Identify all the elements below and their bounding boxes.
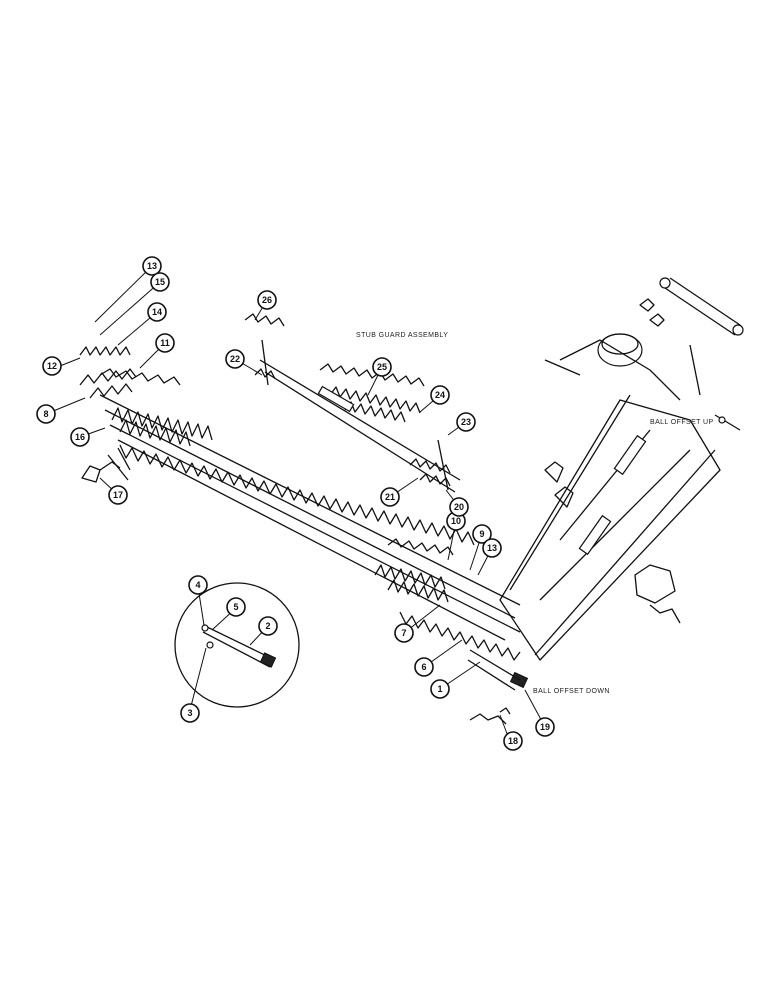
guard-row-right <box>374 538 454 603</box>
svg-text:2: 2 <box>265 621 270 631</box>
callout-21: 21 <box>380 487 400 507</box>
callout-2: 2 <box>258 616 278 636</box>
svg-text:8: 8 <box>43 409 48 419</box>
svg-text:16: 16 <box>75 432 85 442</box>
svg-text:23: 23 <box>461 417 471 427</box>
cutter-bar <box>99 394 521 641</box>
svg-text:12: 12 <box>47 361 57 371</box>
svg-text:1: 1 <box>437 684 442 694</box>
svg-text:13: 13 <box>487 543 497 553</box>
svg-text:11: 11 <box>160 338 170 348</box>
callout-11: 11 <box>155 333 175 353</box>
top-guard-row <box>79 346 181 386</box>
callout-24: 24 <box>430 385 450 405</box>
callout-6: 6 <box>414 657 434 677</box>
svg-text:13: 13 <box>147 261 157 271</box>
callout-23: 23 <box>456 412 476 432</box>
svg-text:9: 9 <box>479 529 484 539</box>
svg-text:25: 25 <box>377 362 387 372</box>
caption-ball-offset-down: BALL OFFSET DOWN <box>533 688 610 695</box>
detail-inset <box>174 582 300 708</box>
svg-text:18: 18 <box>508 736 518 746</box>
callout-9: 9 <box>472 524 492 544</box>
callout-16: 16 <box>70 427 90 447</box>
svg-text:20: 20 <box>454 502 464 512</box>
callout-3: 3 <box>180 703 200 723</box>
callout-8: 8 <box>36 404 56 424</box>
callout-4: 4 <box>188 575 208 595</box>
sickle-teeth <box>119 444 521 661</box>
callout-17: 17 <box>108 485 128 505</box>
left-end-parts <box>81 447 131 483</box>
svg-text:3: 3 <box>187 708 192 718</box>
svg-text:10: 10 <box>451 516 461 526</box>
svg-text:6: 6 <box>421 662 426 672</box>
callout-20: 20 <box>449 497 469 517</box>
callout-12: 12 <box>42 356 62 376</box>
callout-5: 5 <box>226 597 246 617</box>
svg-text:4: 4 <box>195 580 200 590</box>
callout-14: 14 <box>147 302 167 322</box>
knife-head <box>467 649 529 725</box>
svg-text:19: 19 <box>540 722 550 732</box>
drive-assembly <box>499 277 744 661</box>
svg-text:7: 7 <box>401 628 406 638</box>
callout-26: 26 <box>257 290 277 310</box>
callout-25: 25 <box>372 357 392 377</box>
guard-row-left <box>79 368 213 447</box>
callout-13-top: 13 <box>142 256 162 276</box>
svg-text:5: 5 <box>233 602 238 612</box>
svg-text:24: 24 <box>435 390 445 400</box>
callout-1: 1 <box>430 679 450 699</box>
svg-text:17: 17 <box>113 490 123 500</box>
callout-22: 22 <box>225 349 245 369</box>
svg-text:21: 21 <box>385 492 395 502</box>
svg-text:26: 26 <box>262 295 272 305</box>
stub-guard-assembly <box>244 313 461 493</box>
caption-ball-offset-up: BALL OFFSET UP <box>650 419 714 426</box>
svg-text:22: 22 <box>230 354 240 364</box>
svg-text:14: 14 <box>152 307 162 317</box>
callout-19: 19 <box>535 717 555 737</box>
callout-7: 7 <box>394 623 414 643</box>
callout-13-right: 13 <box>482 538 502 558</box>
svg-text:15: 15 <box>155 277 165 287</box>
callout-18: 18 <box>503 731 523 751</box>
callout-15: 15 <box>150 272 170 292</box>
caption-stub-guard-assembly: STUB GUARD ASSEMBLY <box>356 332 448 339</box>
